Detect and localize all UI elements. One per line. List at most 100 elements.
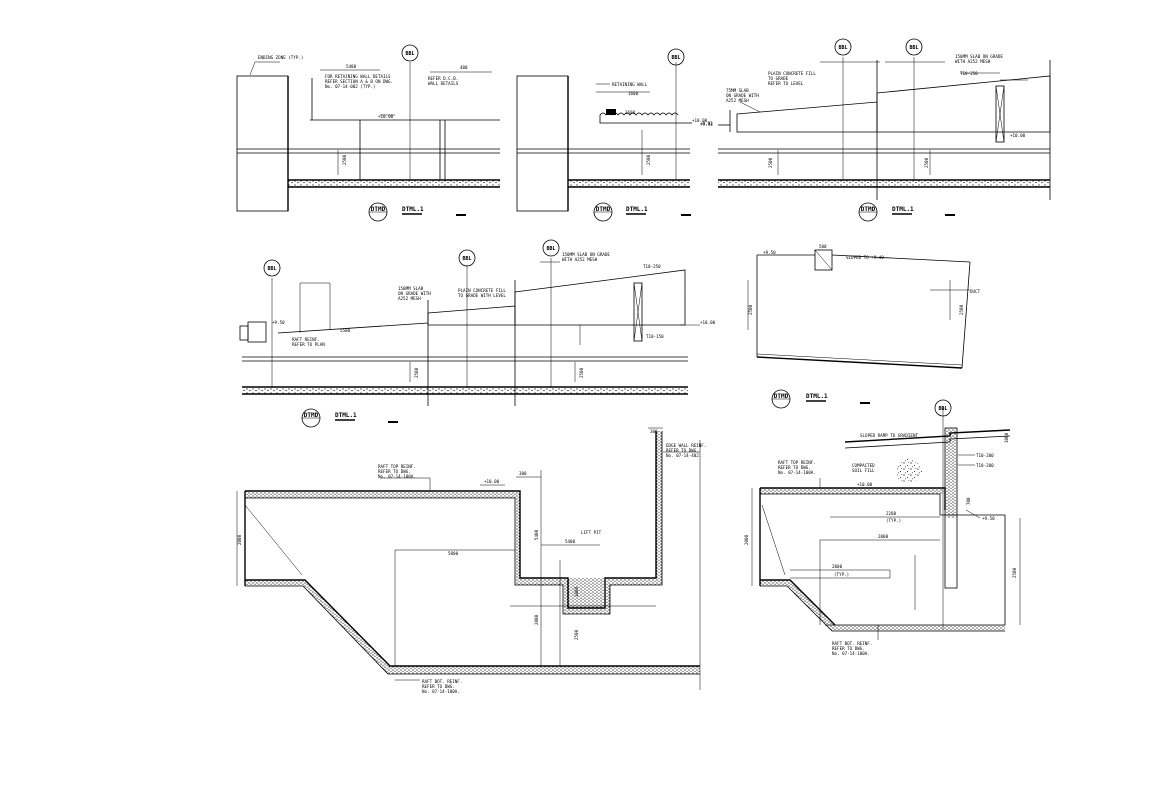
level-mark: +10.00 xyxy=(857,482,873,487)
dimension: 2500 xyxy=(768,157,773,168)
lean-concrete-band xyxy=(718,180,1050,187)
note: SOIL FILL xyxy=(852,468,875,473)
detail-title: DTML.1 xyxy=(892,206,914,213)
note: 150MM SLAB ON GRADE xyxy=(562,252,610,257)
note: RETAINING WALL xyxy=(612,82,648,87)
dimension: 1800 xyxy=(574,586,579,597)
callout-code: DTMD xyxy=(371,206,386,213)
note: COMPACTED xyxy=(852,463,875,468)
rebar-cage xyxy=(633,282,643,342)
note: No. 07-14-100A. xyxy=(378,474,416,479)
dimension: 2500 xyxy=(646,154,651,165)
detail-6: RAFT TOP REINF. REFER TO DWG. No. 07-14-… xyxy=(236,427,706,694)
dimension: 5800 xyxy=(448,551,459,556)
dimension: 2500 xyxy=(574,629,579,640)
dimension: 5500 xyxy=(340,328,351,333)
dimension: 5400 xyxy=(534,529,539,540)
scale-bar xyxy=(456,214,466,216)
detail-title: DTML.1 xyxy=(402,206,424,213)
callout-code: DTMD xyxy=(861,206,876,213)
dimension: 2500 xyxy=(959,304,964,315)
compacted-soil-fill xyxy=(897,458,922,483)
lean-concrete-band xyxy=(288,180,500,187)
detail-3: BBL BBL 75MM SLAB ON GRADE WITH A252 MES… xyxy=(700,38,1051,222)
rebar-cage xyxy=(995,85,1005,143)
dimension: 2500 xyxy=(1012,567,1017,578)
dimension: (TYP.) xyxy=(834,572,849,577)
concrete-fill xyxy=(736,101,878,133)
grid-tag: BBL xyxy=(405,51,414,57)
lean-concrete-band xyxy=(242,387,688,394)
concrete-fill xyxy=(876,75,1051,133)
raft-top-slab xyxy=(245,491,517,498)
dimension: 2500 xyxy=(924,157,929,168)
duct-box xyxy=(814,249,833,271)
dimension: 2000 xyxy=(832,564,843,569)
grid-bubble xyxy=(458,249,476,267)
note: 150MM SLAB xyxy=(398,286,424,291)
note: FOR RETAINING WALL DETAILS xyxy=(325,74,391,79)
lift-pit-sump xyxy=(563,585,610,614)
scale-bar xyxy=(945,214,955,216)
note: RAFT BOT. REINF. xyxy=(832,641,872,646)
detail-title: DTML.1 xyxy=(626,206,648,213)
note: REFER TO DWG. xyxy=(666,448,699,453)
raft-bottom-slab xyxy=(760,580,1005,631)
note: REFER D.C.B. xyxy=(428,76,458,81)
level-mark: +10.00 xyxy=(378,114,394,119)
column-wall xyxy=(236,75,289,212)
grid-bubble xyxy=(667,48,685,66)
dimension: 1600 xyxy=(625,110,636,115)
concrete-fill xyxy=(427,305,516,326)
grid-bubble xyxy=(542,239,560,257)
note: PLAIN CONCRETE FILL xyxy=(458,288,506,293)
note: RAFT BOT. REINF. xyxy=(422,679,462,684)
grid-tag: BBL xyxy=(671,55,680,61)
scale-bar xyxy=(681,214,691,216)
note: WITH A252 MESH xyxy=(955,59,991,64)
note: REFER TO DWG. xyxy=(778,465,811,470)
grid-bubble xyxy=(934,399,952,417)
dimension: 300 xyxy=(519,471,527,476)
note: No. 07-14-100A. xyxy=(778,470,816,475)
detail-2: BBL RETAINING WALL 1600 1600 +10.00 +9.9… xyxy=(516,48,713,222)
note: REFER TO PLAN xyxy=(292,342,325,347)
retaining-block xyxy=(606,109,616,115)
dimension: 2000 xyxy=(237,534,242,545)
note: REFER TO DWG. xyxy=(832,646,865,651)
duct-box xyxy=(247,321,267,343)
dimension: 500 xyxy=(819,244,827,249)
note: REFER TO DWG. xyxy=(378,469,411,474)
callout-code: DTMD xyxy=(596,206,611,213)
note: PLAIN CONCRETE FILL xyxy=(768,71,816,76)
dimension: 700 xyxy=(966,497,971,505)
scale-bar xyxy=(860,402,870,404)
note: 150MM SLAB ON GRADE xyxy=(955,54,1003,59)
note: REFER TO LEVEL xyxy=(768,81,804,86)
dimension: (TYP.) xyxy=(886,518,901,523)
dimension: 1600 xyxy=(628,91,639,96)
note: A252 MESH xyxy=(398,296,421,301)
note: T10-250 xyxy=(960,71,978,76)
note: A252 MESH xyxy=(726,98,749,103)
callout-code: DTMD xyxy=(774,393,789,400)
dimension: 2500 xyxy=(414,367,419,378)
note: LIFT PIT xyxy=(581,530,602,535)
note: REFER TO DWG. xyxy=(422,684,455,689)
dimension: 2500 xyxy=(748,304,753,315)
dimension: 2000 xyxy=(534,614,539,625)
grid-bubble xyxy=(263,259,281,277)
dimension: 300 xyxy=(650,429,658,434)
grid-bubble xyxy=(834,38,852,56)
dimension: 1000 xyxy=(1004,432,1009,443)
dimension: 5400 xyxy=(565,539,576,544)
detail-title: DTML.1 xyxy=(806,393,828,400)
note: No. 07-14-002 (TYP.) xyxy=(325,84,375,89)
note: ON GRADE WITH xyxy=(398,291,431,296)
note: TO GRADE WITH LEVEL xyxy=(458,293,506,298)
note: T10-150 xyxy=(646,334,664,339)
note: No. 07-14-100A. xyxy=(832,651,870,656)
lean-concrete-band xyxy=(568,180,690,187)
note: ON GRADE WITH xyxy=(726,93,759,98)
grid-bubble xyxy=(905,38,923,56)
